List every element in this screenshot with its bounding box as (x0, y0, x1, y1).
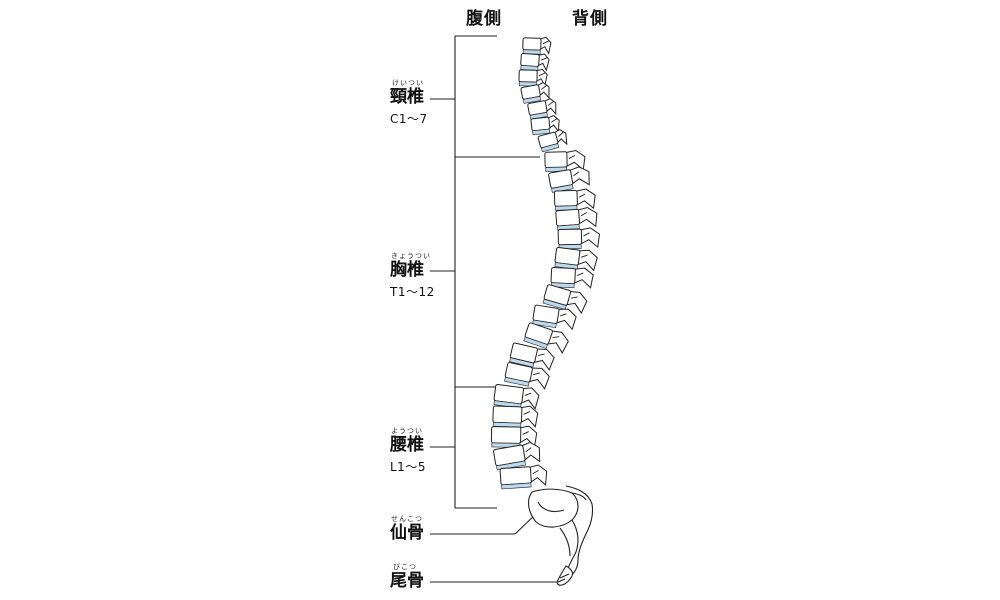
cervical-intervertebral-disc-7 (541, 143, 560, 153)
cervical-label: 頸椎 (390, 87, 424, 107)
lumbar-vertebra-2 (492, 405, 539, 428)
lumbar-facet-4 (525, 447, 532, 453)
thoracic-facet-3 (579, 193, 586, 198)
lumbar-vertebra-4 (493, 441, 541, 471)
thoracic-ruby: きょうつい (391, 252, 431, 260)
cervical-vertebral-body-3 (518, 69, 538, 83)
thoracic-facet-10 (552, 336, 560, 339)
cervical-facet-6 (551, 118, 558, 123)
thoracic-vertebral-body-1 (544, 151, 568, 169)
thoracic-vertebra-2 (548, 166, 590, 193)
cervical-vertebral-body-6 (530, 116, 551, 132)
thoracic-facet-4 (580, 212, 588, 217)
cervical-vertebra-3 (518, 68, 548, 87)
ventral-side-header: 腹側 (466, 9, 502, 29)
lumbar-range: L1〜5 (390, 460, 426, 474)
lumbar-facet-3 (522, 431, 529, 435)
thoracic-range: T1〜12 (390, 285, 435, 299)
coccyx-shape (556, 565, 574, 586)
thoracic-vertebra-4 (555, 206, 598, 231)
thoracic-vertebral-body-7 (550, 267, 576, 285)
thoracic-vertebral-body-4 (555, 208, 580, 227)
thoracic-facet-6 (581, 254, 588, 258)
thoracic-facet-9 (559, 313, 567, 317)
thoracic-facet-7 (576, 272, 584, 277)
thoracic-intervertebral-disc-10 (523, 336, 548, 349)
thoracic-vertebral-body-5 (557, 228, 583, 246)
thoracic-vertebra-9 (532, 304, 577, 331)
thoracic-vertebra-5 (557, 227, 601, 250)
sacrum-shape (527, 485, 594, 579)
lumbar-vertebral-body-2 (492, 405, 523, 424)
coccyx-label: 尾骨 (390, 571, 424, 591)
lumbar-vertebral-body-3 (490, 426, 522, 444)
cervical-facet-4 (541, 85, 547, 90)
cervical-vertebra-1 (522, 36, 552, 55)
thoracic-facet-5 (583, 232, 590, 237)
cervical-facet-5 (547, 101, 554, 106)
cervical-facet-2 (540, 57, 548, 61)
thoracic-facet-12 (533, 372, 540, 376)
thoracic-vertebra-11 (509, 342, 555, 371)
thoracic-facet-11 (538, 353, 545, 356)
cervical-facet-1 (542, 40, 550, 45)
thoracic-vertebra-3 (553, 188, 596, 211)
thoracic-facet-1 (568, 155, 576, 159)
thoracic-spinous-process-1 (564, 149, 586, 171)
cervical-facet-7 (558, 131, 564, 137)
sacrum-ruby: せんこつ (391, 515, 423, 523)
lumbar-label: 腰椎 (390, 435, 424, 455)
cervical-vertebral-body-2 (520, 52, 540, 68)
thoracic-intervertebral-disc-8 (542, 298, 567, 310)
lumbar-facet-5 (532, 469, 539, 475)
thoracic-vertebra-6 (554, 247, 598, 272)
thoracic-spinous-process-3 (574, 188, 596, 210)
thoracic-intervertebral-disc-1 (545, 166, 568, 172)
cervical-intervertebral-disc-6 (532, 128, 551, 136)
lumbar-vertebral-body-5 (499, 466, 532, 486)
thoracic-facet-2 (573, 171, 580, 177)
lumbar-facet-1 (524, 392, 532, 396)
thoracic-intervertebral-disc-9 (532, 319, 557, 329)
lumbar-intervertebral-disc-5 (501, 482, 532, 490)
lumbar-ruby: ようつい (391, 427, 423, 435)
cervical-facet-3 (538, 72, 546, 77)
thoracic-vertebra-8 (542, 284, 588, 315)
cervical-vertebra-6 (530, 114, 560, 136)
thoracic-facet-8 (570, 296, 578, 299)
cervical-intervertebral-disc-4 (522, 96, 542, 104)
dorsal-side-header: 背側 (572, 9, 608, 29)
cervical-vertebra-2 (520, 52, 550, 72)
lumbar-vertebra-5 (499, 464, 548, 490)
thoracic-vertebra-7 (550, 267, 594, 289)
thoracic-vertebra-10 (523, 322, 569, 354)
thoracic-label: 胸椎 (390, 260, 424, 280)
cervical-vertebra-5 (527, 98, 557, 120)
cervical-ruby: けいつい (392, 79, 424, 87)
sacrum-label: 仙骨 (390, 523, 424, 543)
cervical-range: C1〜7 (390, 112, 428, 126)
thoracic-spinous-process-5 (578, 227, 601, 249)
thoracic-intervertebral-disc-12 (504, 376, 530, 387)
thoracic-vertebra-1 (544, 149, 586, 172)
cervical-vertebra-7 (537, 128, 568, 153)
thoracic-spinous-process-4 (576, 206, 598, 228)
cervical-vertebra-4 (520, 82, 550, 104)
coccyx-ruby: びこつ (393, 563, 417, 571)
thoracic-vertebra-12 (504, 362, 550, 390)
cervical-vertebral-body-1 (522, 37, 542, 51)
thoracic-vertebral-body-3 (553, 189, 578, 207)
thoracic-intervertebral-disc-11 (509, 357, 535, 368)
lumbar-facet-2 (523, 411, 531, 415)
